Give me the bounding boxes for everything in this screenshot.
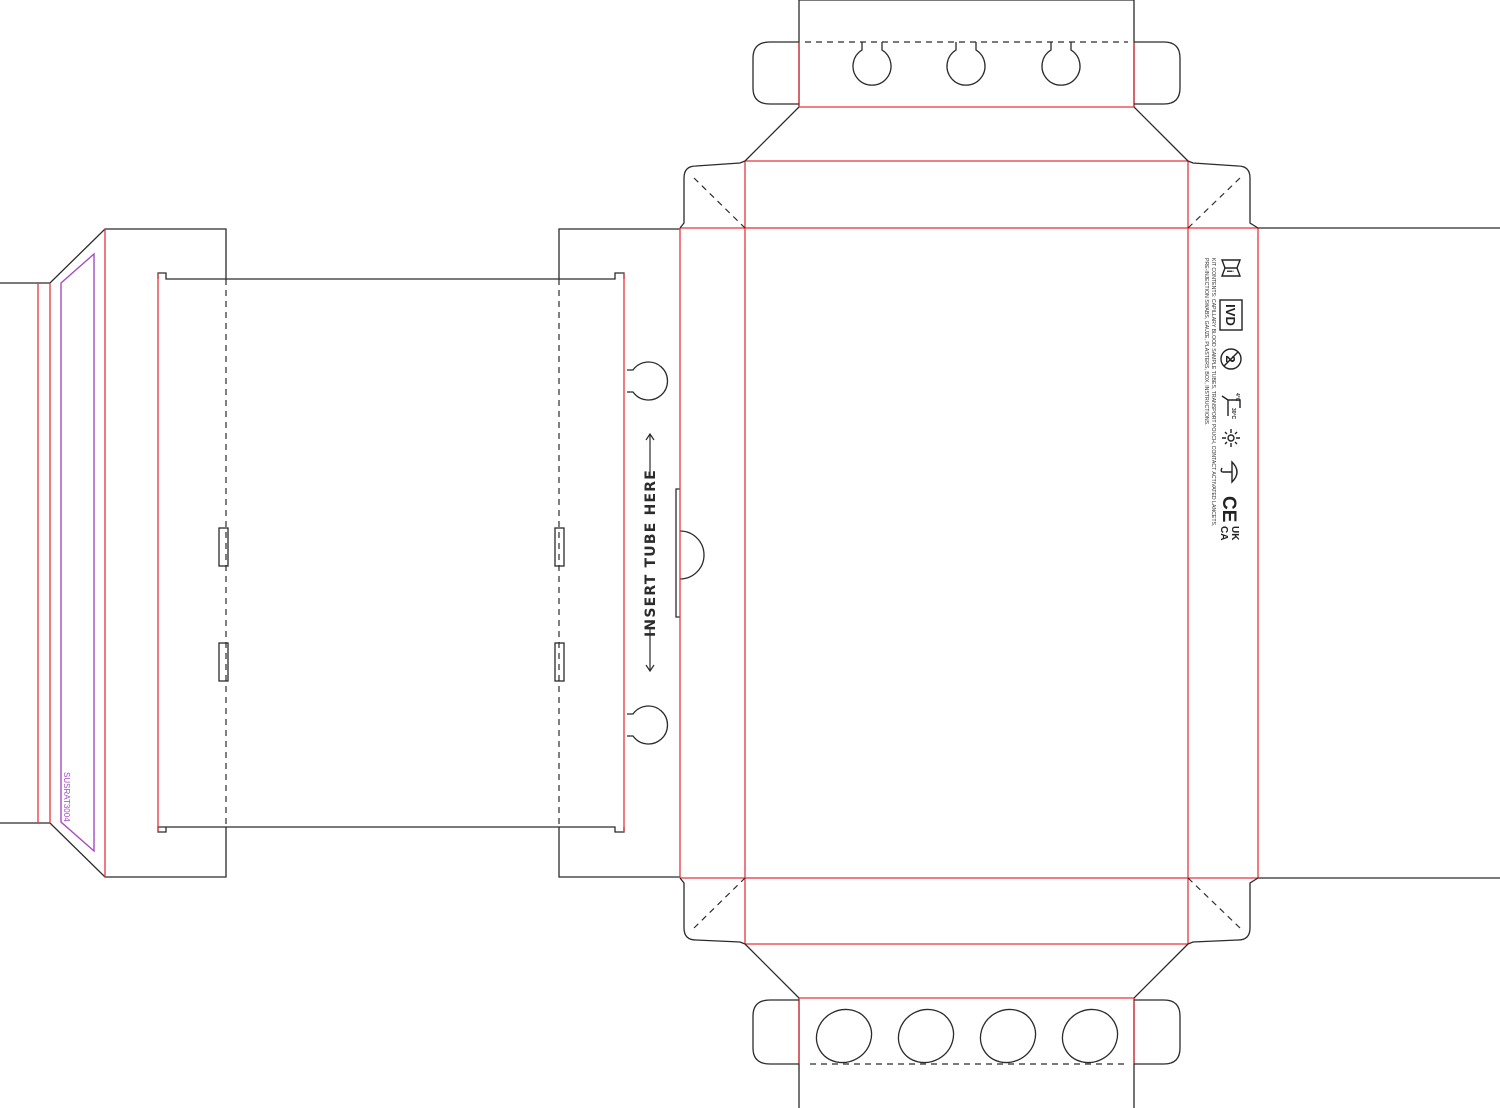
keyhole-3 — [1041, 42, 1081, 86]
do-not-reuse-icon: 2 — [1220, 348, 1242, 370]
gusset-bottom-right-perf — [1187, 877, 1241, 929]
svg-text:4°C: 4°C — [1234, 393, 1240, 402]
tube-holder-bottom — [627, 705, 669, 745]
bottom-flap-outline — [744, 943, 1189, 1108]
arrow-up-head — [645, 432, 655, 441]
arrow-down-head — [645, 664, 655, 673]
slot-left-top — [218, 527, 229, 567]
consult-instructions-icon: i — [1220, 259, 1242, 277]
right-extension-outline — [1258, 227, 1500, 879]
oval-hole-4 — [1061, 1008, 1119, 1064]
top-flap-left-ear — [752, 41, 799, 105]
svg-text:CE: CE — [1218, 496, 1239, 522]
keyhole-1 — [852, 42, 892, 86]
ce-mark-icon: CE — [1218, 496, 1239, 522]
slot-right-top — [554, 527, 565, 567]
insert-tube-label: INSERT TUBE HERE — [643, 469, 659, 637]
main-box-section — [679, 0, 1500, 1108]
gusset-top-left-perf — [693, 177, 746, 229]
slot-left-bottom — [218, 642, 229, 682]
gusset-top-right — [1187, 160, 1259, 229]
gusset-bottom-left — [679, 877, 746, 945]
glue-flap-outline — [0, 228, 227, 878]
ivd-icon: IVD — [1219, 299, 1243, 331]
left-sleeve-section: SUSRAT3004 INSERT TUBE HERE — [0, 228, 705, 878]
oval-hole-2 — [897, 1008, 955, 1064]
svg-text:IVD: IVD — [1223, 304, 1238, 326]
svg-text:i: i — [1225, 270, 1235, 273]
keep-away-sunlight-icon — [1222, 429, 1240, 447]
svg-text:UK: UK — [1229, 526, 1240, 541]
svg-text:30°C: 30°C — [1230, 408, 1236, 420]
product-code: SUSRAT3004 — [62, 772, 71, 822]
svg-text:CA: CA — [1218, 526, 1229, 540]
ukca-mark-icon: UK CA — [1218, 526, 1240, 541]
box-base-panel — [744, 227, 1189, 879]
keyhole-2 — [946, 42, 986, 86]
bottom-flap-left-ear — [752, 999, 799, 1065]
glue-area — [60, 252, 95, 853]
tube-center-notch — [675, 488, 705, 618]
sleeve-right-outline — [558, 228, 680, 878]
oval-hole-3 — [979, 1008, 1037, 1064]
gusset-top-left — [679, 160, 746, 229]
gusset-bottom-right — [1187, 877, 1259, 945]
slot-right-bottom — [554, 642, 565, 682]
regulatory-panel: i IVD 2 30°C 4°C CE — [1203, 258, 1243, 541]
tube-holder-top — [627, 361, 669, 401]
temperature-limit-icon: 30°C 4°C — [1221, 393, 1241, 420]
kit-contents-line-1: KIT CONTENTS: CAPILLARY BLOOD SAMPLE TUB… — [1210, 258, 1216, 526]
gusset-top-right-perf — [1187, 177, 1241, 229]
kit-contents-line-2: PRE-INJECTION SWABS, GAUZE, PLASTERS, BO… — [1203, 258, 1209, 426]
keep-dry-icon — [1220, 460, 1238, 484]
insert-instruction: INSERT TUBE HERE — [643, 432, 659, 673]
oval-hole-1 — [815, 1008, 873, 1064]
gusset-bottom-left-perf — [693, 877, 746, 929]
top-flap-outline — [744, 0, 1189, 162]
bottom-flap-right-ear — [1134, 999, 1181, 1065]
top-flap-right-ear — [1134, 41, 1181, 105]
